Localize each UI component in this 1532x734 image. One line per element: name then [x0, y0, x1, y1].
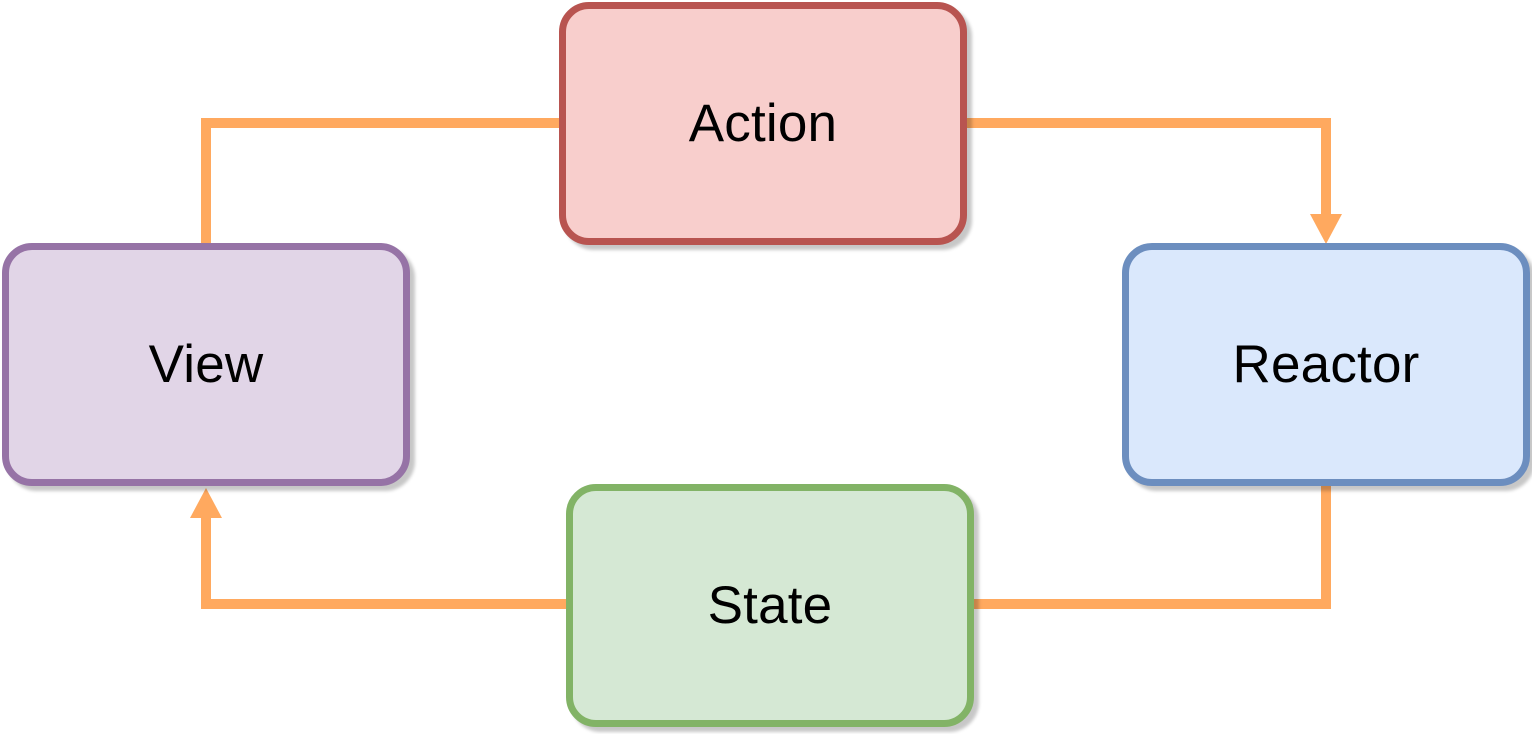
arrowhead-state-to-view: [190, 488, 222, 518]
edge-reactor-to-state: [968, 481, 1331, 609]
node-reactor[interactable]: Reactor: [1122, 243, 1530, 486]
node-view-label: View: [148, 335, 264, 394]
node-action[interactable]: Action: [559, 2, 967, 245]
edge-view-to-action: [201, 118, 568, 248]
arrowhead-action-to-reactor: [1310, 214, 1342, 244]
edge-action-to-reactor: [963, 118, 1331, 216]
edge-state-to-view: [201, 516, 572, 609]
node-state[interactable]: State: [566, 484, 974, 727]
node-reactor-label: Reactor: [1232, 335, 1420, 394]
node-action-label: Action: [688, 94, 838, 153]
node-state-label: State: [707, 576, 833, 635]
node-view[interactable]: View: [2, 243, 410, 486]
